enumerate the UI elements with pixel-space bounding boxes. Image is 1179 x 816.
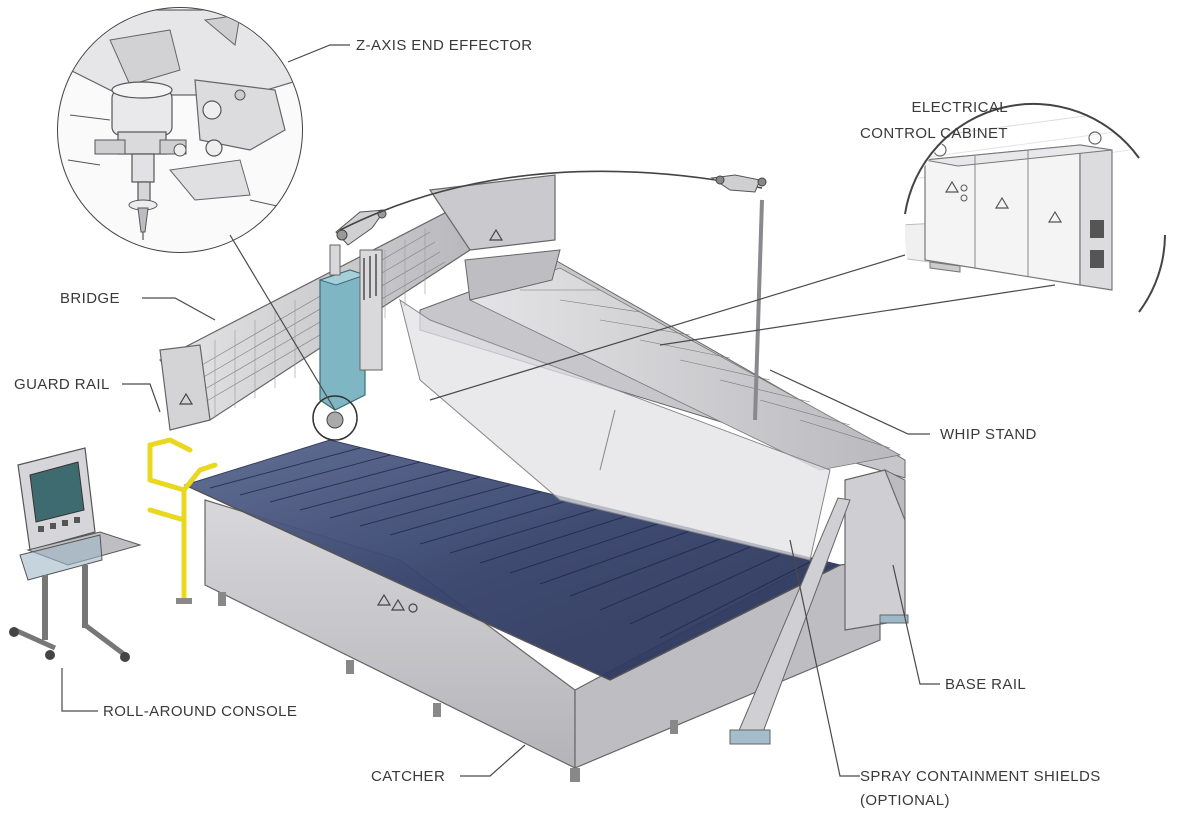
leader-lines — [61, 44, 1056, 777]
z-axis-column — [318, 209, 387, 411]
label-roll-around-console: ROLL-AROUND CONSOLE — [103, 703, 297, 720]
label-whip-stand: WHIP STAND — [940, 426, 1037, 443]
label-guard-rail: GUARD RAIL — [14, 376, 110, 393]
roll-around-console — [9, 447, 142, 662]
base-rail-housing — [844, 469, 906, 631]
rear-rail-bellows-lines — [520, 289, 891, 449]
whip-stand — [339, 170, 767, 421]
electrical-cabinet-detail-inset — [904, 102, 1166, 365]
label-z-axis-end-effector: Z-AXIS END EFFECTOR — [356, 37, 533, 54]
slat-lines — [209, 447, 811, 639]
label-optional: (OPTIONAL) — [860, 792, 950, 809]
guard-rail — [147, 437, 218, 603]
spray-containment-shield — [399, 298, 831, 561]
z-axis-detail-inset — [57, 7, 303, 253]
label-bridge: BRIDGE — [60, 290, 120, 307]
bridge — [159, 174, 561, 431]
label-catcher: CATCHER — [371, 768, 445, 785]
label-control-cabinet: CONTROL CABINET — [860, 125, 1008, 142]
label-electrical: ELECTRICAL — [911, 99, 1008, 116]
waterjet-machine — [9, 170, 909, 782]
label-base-rail: BASE RAIL — [945, 676, 1026, 693]
callout-labels: Z-AXIS END EFFECTOR ELECTRICAL CONTROL C… — [14, 37, 1101, 809]
label-spray-containment-shields: SPRAY CONTAINMENT SHIELDS — [860, 768, 1101, 785]
